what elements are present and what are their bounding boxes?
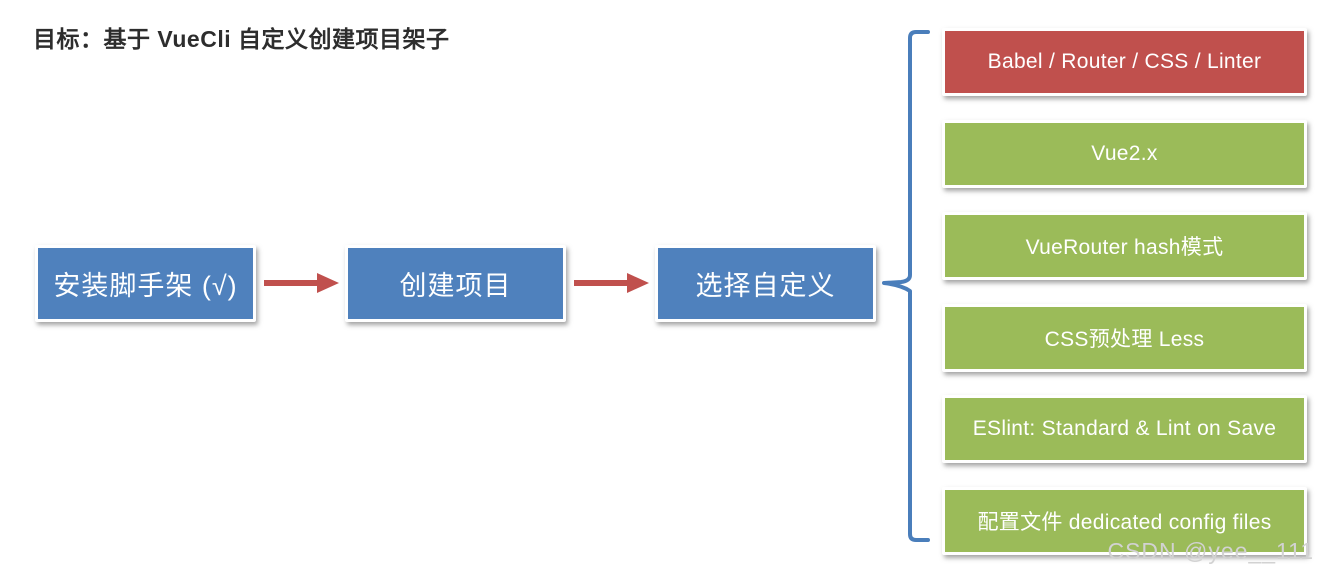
option-box-eslint: ESlint: Standard & Lint on Save	[942, 395, 1307, 463]
group-bracket-icon	[882, 30, 930, 542]
option-label: Vue2.x	[1091, 142, 1158, 165]
flow-step-create-project: 创建项目	[345, 245, 566, 322]
option-box-css-preprocessor: CSS预处理 Less	[942, 304, 1307, 372]
option-label: Babel / Router / CSS / Linter	[987, 50, 1262, 73]
option-box-vue-version: Vue2.x	[942, 120, 1307, 188]
option-label: ESlint: Standard & Lint on Save	[972, 417, 1277, 440]
flow-step-install-scaffold: 安装脚手架 (√)	[35, 245, 256, 322]
flow-step-select-custom: 选择自定义	[655, 245, 876, 322]
flow-step-label: 创建项目	[399, 271, 512, 301]
diagram-title: 目标：基于 VueCli 自定义创建项目架子	[33, 26, 450, 52]
right-arrow-icon	[574, 273, 649, 293]
option-box-router-mode: VueRouter hash模式	[942, 212, 1307, 280]
flow-step-label: 选择自定义	[695, 271, 836, 301]
right-arrow-icon	[264, 273, 339, 293]
option-box-preset: Babel / Router / CSS / Linter	[942, 28, 1307, 96]
option-label: VueRouter hash模式	[1025, 236, 1224, 259]
csdn-watermark: CSDN @yee__111	[1107, 538, 1314, 564]
flow-step-label: 安装脚手架 (√)	[53, 271, 238, 301]
option-label: CSS预处理 Less	[1044, 328, 1205, 351]
option-label: 配置文件 dedicated config files	[977, 511, 1272, 534]
option-box-config-files: 配置文件 dedicated config files	[942, 487, 1307, 555]
